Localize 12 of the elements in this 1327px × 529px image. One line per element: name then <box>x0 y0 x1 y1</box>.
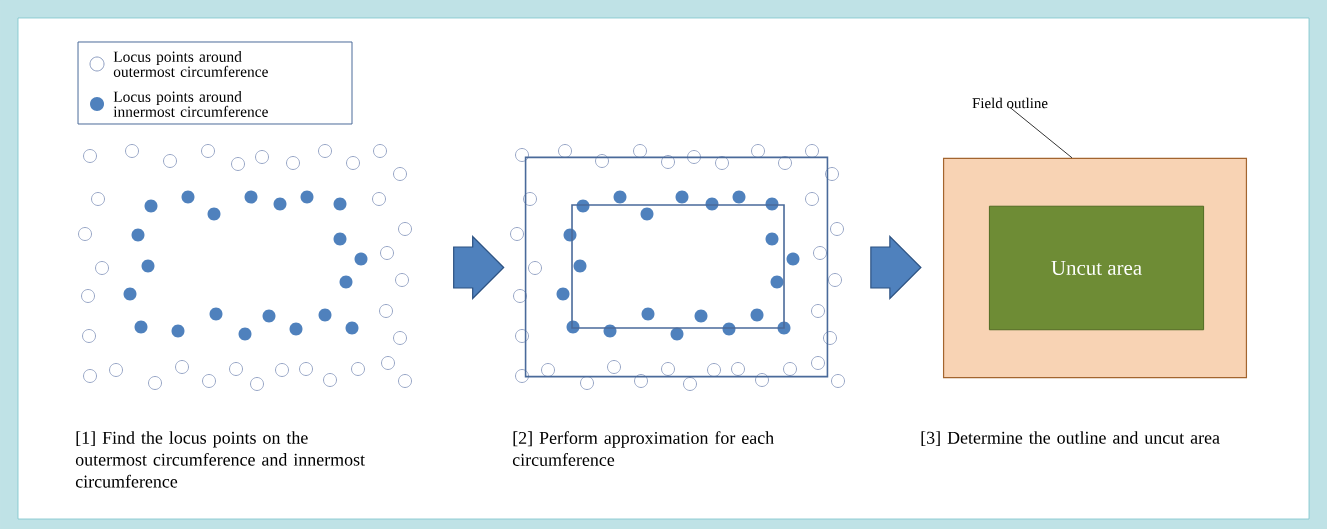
outer-rectangle <box>524 156 829 378</box>
point-cloud <box>78 144 412 391</box>
leader-line <box>1009 107 1073 159</box>
step-caption: [1] Find the locus points on the outermost circumference and innermost circumference <box>75 431 365 488</box>
step-caption: [3] Determine the outline and uncut area <box>921 431 1220 447</box>
legend-text: Locus points around innermost circumference <box>113 91 268 117</box>
legend-text: Locus points around outermost circumference <box>113 51 268 77</box>
block-arrow <box>453 235 505 300</box>
callout-text: Field outline <box>972 97 1048 109</box>
step-caption: [2] Perform approximation for each circumference <box>512 431 774 466</box>
block-arrow <box>870 235 922 300</box>
uncut-area-box: Uncut area <box>988 205 1205 331</box>
